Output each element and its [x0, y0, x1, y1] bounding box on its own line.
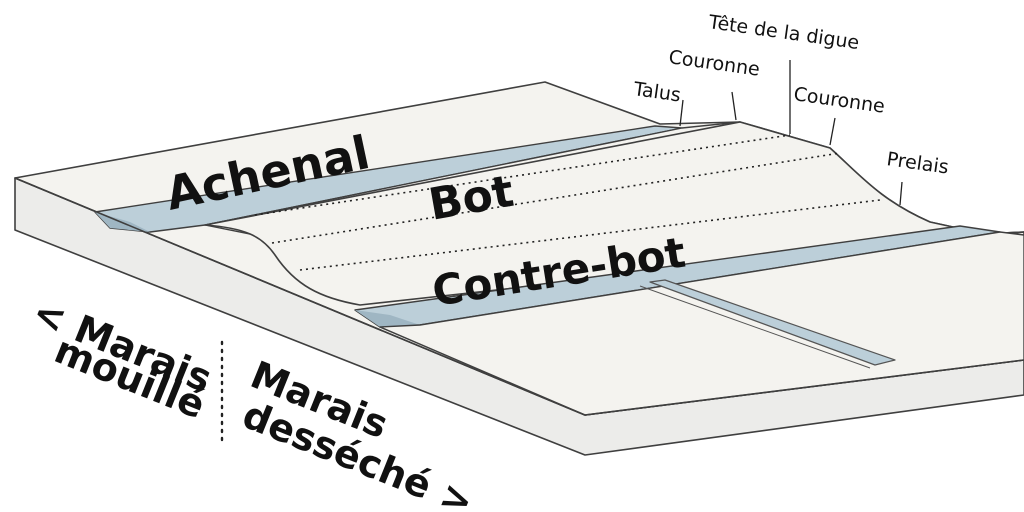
leader-couronne-left	[731, 91, 737, 121]
dike-dotted-line-3	[299, 199, 881, 271]
tete-de-la-digue-label: Tête de la digue	[706, 11, 860, 54]
talus-label: Talus	[631, 78, 682, 107]
contre-bot-channel-shadow	[355, 310, 420, 327]
leader-couronne-right	[829, 117, 836, 146]
drainage-ditch-edge	[639, 285, 871, 369]
drainage-ditch	[649, 279, 896, 366]
couronne-right-label: Couronne	[792, 83, 886, 118]
dike-dotted-line-1	[254, 134, 791, 216]
block-front-edge	[14, 177, 1024, 416]
dike-body	[204, 121, 1024, 306]
leader-prelais	[899, 181, 903, 206]
prelais-label: Prelais	[885, 148, 950, 178]
couronne-left-label: Couronne	[667, 46, 761, 81]
leader-talus	[679, 99, 684, 127]
